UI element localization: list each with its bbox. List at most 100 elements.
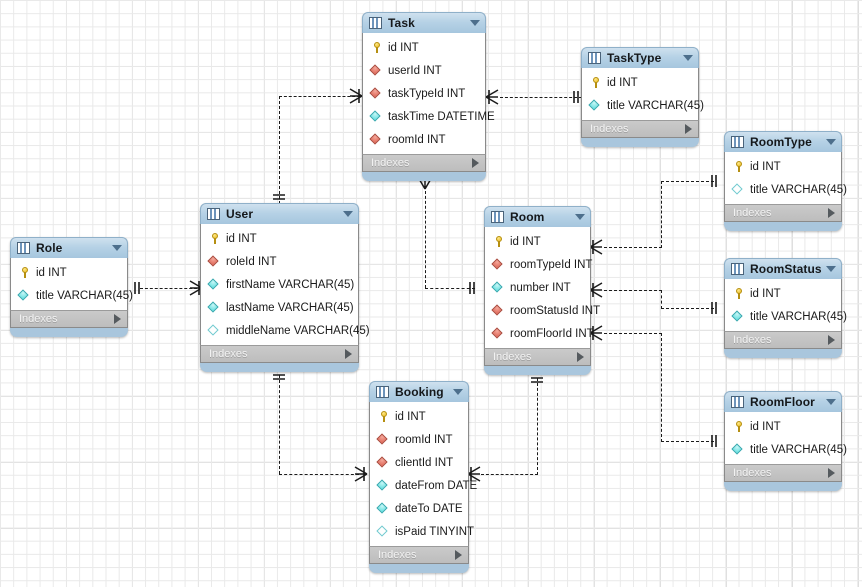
column-row[interactable]: id INT <box>485 230 590 253</box>
chevron-right-icon[interactable] <box>685 124 692 134</box>
column-row[interactable]: dateTo DATE <box>370 497 468 520</box>
column-row[interactable]: roomId INT <box>363 128 485 151</box>
chevron-right-icon[interactable] <box>472 158 479 168</box>
indexes-section-roomstatus[interactable]: Indexes <box>724 331 842 349</box>
column-row[interactable]: lastName VARCHAR(45) <box>201 296 358 319</box>
connector-room-booking-h[interactable] <box>481 474 538 475</box>
connector-task-room-v[interactable] <box>425 186 426 288</box>
table-header-user[interactable]: User <box>200 203 359 224</box>
column-label: id INT <box>226 232 257 245</box>
chevron-right-icon[interactable] <box>577 352 584 362</box>
indexes-section-room[interactable]: Indexes <box>484 348 591 366</box>
table-header-role[interactable]: Role <box>10 237 128 258</box>
connector-room-roomfloor-h2[interactable] <box>661 441 714 442</box>
connector-room-roomstatus-v[interactable] <box>661 290 662 309</box>
chevron-down-icon[interactable] <box>826 139 836 145</box>
column-row[interactable]: title VARCHAR(45) <box>725 438 847 461</box>
connector-user-task-v[interactable] <box>279 96 280 204</box>
column-row[interactable]: firstName VARCHAR(45) <box>201 273 358 296</box>
connector-room-roomtype-h1[interactable] <box>604 247 662 248</box>
indexes-section-task[interactable]: Indexes <box>362 154 486 172</box>
indexes-section-role[interactable]: Indexes <box>10 310 128 328</box>
column-row[interactable]: id INT <box>725 415 841 438</box>
diamond-cyan-icon <box>590 100 601 111</box>
column-row[interactable]: dateFrom DATE <box>370 474 477 497</box>
column-row[interactable]: number INT <box>485 276 590 299</box>
connector-room-roomtype-h2[interactable] <box>661 181 714 182</box>
table-header-room[interactable]: Room <box>484 206 591 227</box>
chevron-right-icon[interactable] <box>828 468 835 478</box>
chevron-right-icon[interactable] <box>114 314 121 324</box>
indexes-section-roomfloor[interactable]: Indexes <box>724 464 842 482</box>
connector-room-roomstatus-h2[interactable] <box>661 308 714 309</box>
table-tasktype[interactable]: TaskType id INT title VARCHAR(45) Indexes <box>581 47 704 147</box>
connector-role-user[interactable] <box>140 288 202 289</box>
connector-room-roomstatus-h1[interactable] <box>604 290 662 291</box>
indexes-section-booking[interactable]: Indexes <box>369 546 469 564</box>
table-header-roomfloor[interactable]: RoomFloor <box>724 391 842 412</box>
connector-room-roomfloor-h1[interactable] <box>604 333 662 334</box>
connector-user-booking-h[interactable] <box>279 474 359 475</box>
chevron-down-icon[interactable] <box>826 399 836 405</box>
chevron-down-icon[interactable] <box>453 389 463 395</box>
chevron-right-icon[interactable] <box>828 335 835 345</box>
connector-user-task-h[interactable] <box>279 96 365 97</box>
chevron-right-icon[interactable] <box>345 349 352 359</box>
chevron-down-icon[interactable] <box>575 214 585 220</box>
column-row[interactable]: id INT <box>363 36 485 59</box>
column-row[interactable]: title VARCHAR(45) <box>725 305 847 328</box>
column-row[interactable]: id INT <box>725 282 841 305</box>
column-row[interactable]: title VARCHAR(45) <box>11 284 133 307</box>
chevron-down-icon[interactable] <box>683 55 693 61</box>
connector-user-booking-v[interactable] <box>279 375 280 474</box>
column-row[interactable]: roomStatusId INT <box>485 299 600 322</box>
table-header-booking[interactable]: Booking <box>369 381 469 402</box>
chevron-down-icon[interactable] <box>112 245 122 251</box>
indexes-section-user[interactable]: Indexes <box>200 345 359 363</box>
column-row[interactable]: title VARCHAR(45) <box>725 178 847 201</box>
column-row[interactable]: taskTime DATETIME <box>363 105 495 128</box>
column-row[interactable]: id INT <box>201 227 358 250</box>
column-row[interactable]: taskTypeId INT <box>363 82 485 105</box>
connector-room-booking-v[interactable] <box>537 378 538 475</box>
column-row[interactable]: id INT <box>370 405 468 428</box>
column-row[interactable]: userId INT <box>363 59 485 82</box>
chevron-down-icon[interactable] <box>343 211 353 217</box>
column-row[interactable]: clientId INT <box>370 451 468 474</box>
column-row[interactable]: roomId INT <box>370 428 468 451</box>
connector-room-roomfloor-v[interactable] <box>661 333 662 442</box>
column-row[interactable]: middleName VARCHAR(45) <box>201 319 370 342</box>
column-row[interactable]: id INT <box>582 71 698 94</box>
column-row[interactable]: roomTypeId INT <box>485 253 592 276</box>
connector-task-tasktype[interactable] <box>500 97 582 98</box>
indexes-section-roomtype[interactable]: Indexes <box>724 204 842 222</box>
column-row[interactable]: isPaid TINYINT <box>370 520 474 543</box>
column-row[interactable]: roomFloorId INT <box>485 322 594 345</box>
column-row[interactable]: title VARCHAR(45) <box>582 94 704 117</box>
table-header-roomstatus[interactable]: RoomStatus <box>724 258 842 279</box>
column-row[interactable]: id INT <box>11 261 127 284</box>
table-header-roomtype[interactable]: RoomType <box>724 131 842 152</box>
chevron-down-icon[interactable] <box>470 20 480 26</box>
column-row[interactable]: id INT <box>725 155 841 178</box>
table-header-tasktype[interactable]: TaskType <box>581 47 699 68</box>
diamond-cyan-icon <box>19 290 30 301</box>
chevron-right-icon[interactable] <box>455 550 462 560</box>
chevron-down-icon[interactable] <box>826 266 836 272</box>
table-header-task[interactable]: Task <box>362 12 486 33</box>
chevron-right-icon[interactable] <box>828 208 835 218</box>
column-row[interactable]: roleId INT <box>201 250 358 273</box>
connector-room-roomtype-v[interactable] <box>661 181 662 248</box>
column-label: id INT <box>607 76 638 89</box>
indexes-section-tasktype[interactable]: Indexes <box>581 120 699 138</box>
connector-task-room-h[interactable] <box>425 288 475 289</box>
